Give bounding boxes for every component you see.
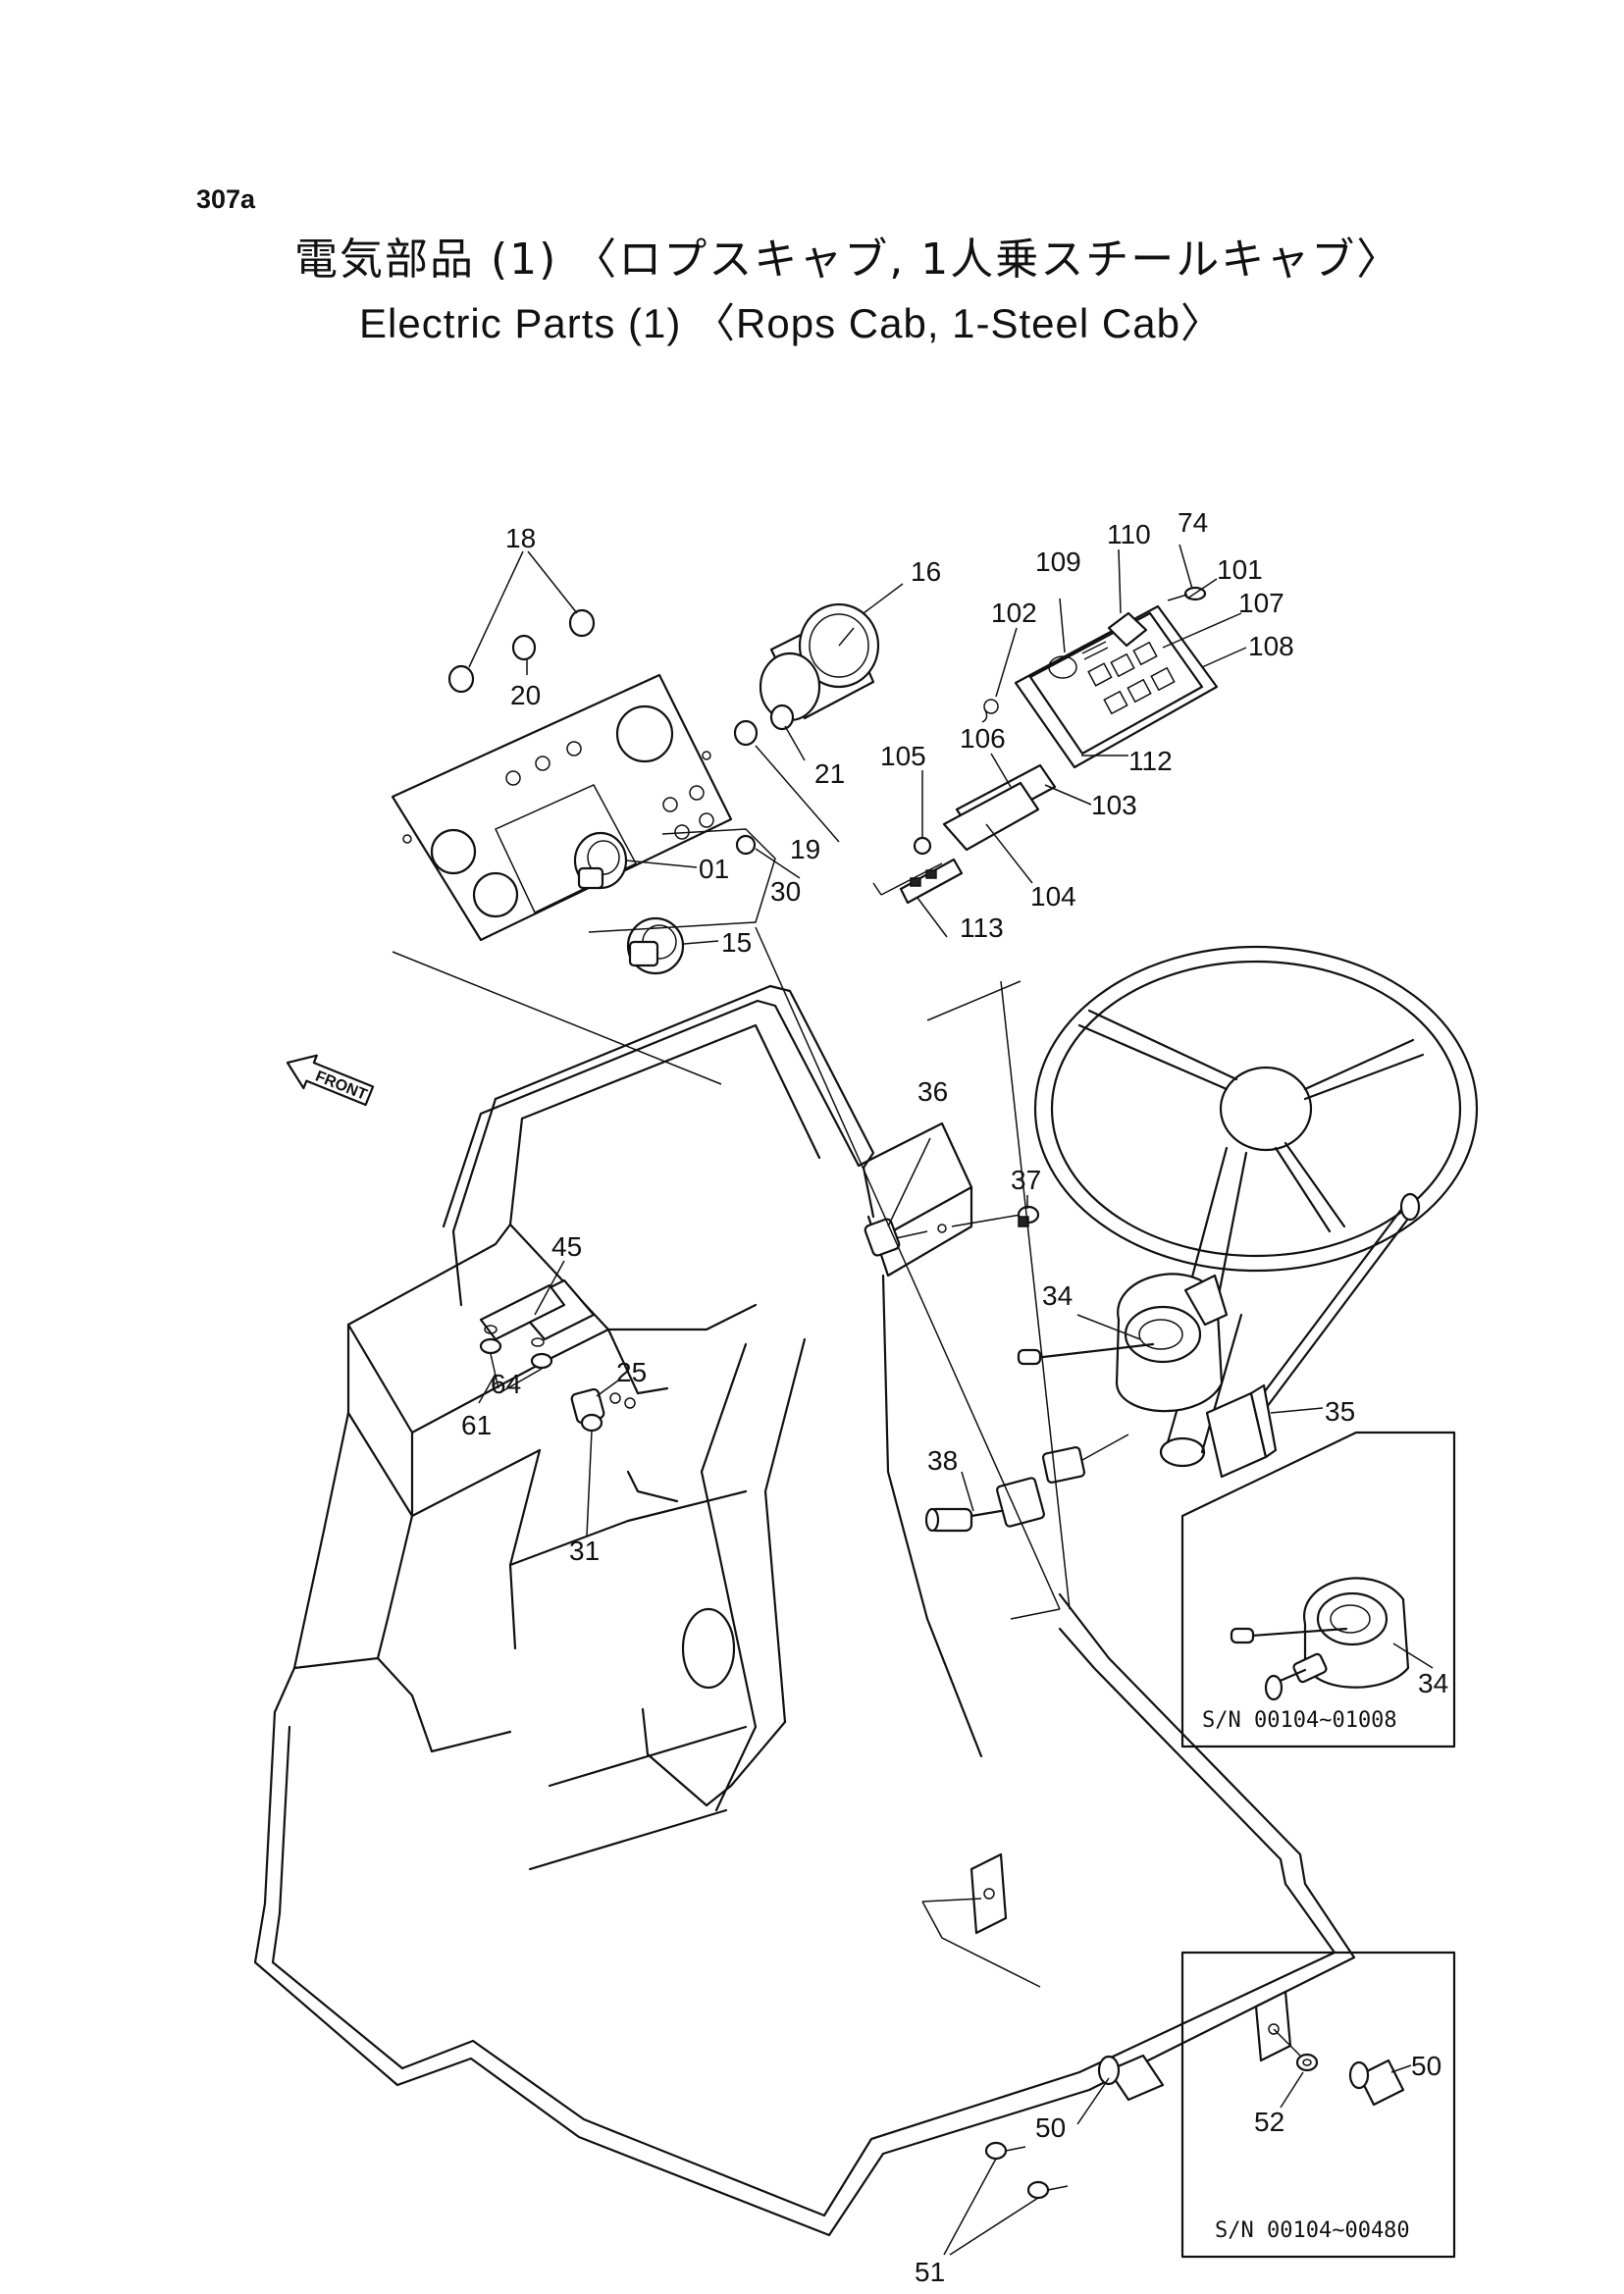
inset-b bbox=[1180, 1951, 1456, 2259]
floor-mat bbox=[253, 1592, 1356, 2237]
callout-30: 30 bbox=[770, 876, 801, 907]
callout-20: 20 bbox=[510, 680, 541, 710]
inset-b-serial: S/N 00104~00480 bbox=[1215, 2218, 1410, 2243]
callout-34-inset: 34 bbox=[1418, 1668, 1448, 1698]
callout-35: 35 bbox=[1325, 1396, 1355, 1427]
callout-18: 18 bbox=[505, 523, 536, 553]
inset-a-serial: S/N 00104~01008 bbox=[1202, 1708, 1397, 1733]
gauge-16 bbox=[759, 602, 880, 722]
callout-36: 36 bbox=[917, 1076, 948, 1107]
callout-110: 110 bbox=[1107, 519, 1151, 549]
callout-109: 109 bbox=[1035, 547, 1081, 577]
front-arrow-icon: FRONT bbox=[286, 1054, 375, 1107]
indicator-bulbs bbox=[447, 608, 795, 856]
dashboard-console bbox=[273, 984, 983, 1812]
meter-15 bbox=[626, 916, 685, 975]
instrument-panel bbox=[391, 673, 733, 942]
combination-switch-34 bbox=[1017, 1273, 1229, 1413]
callouts: 18 20 16 109 110 74 101 107 108 102 21 1… bbox=[461, 507, 1448, 2287]
callout-113: 113 bbox=[960, 912, 1004, 943]
callout-61: 61 bbox=[461, 1410, 492, 1440]
callout-74: 74 bbox=[1178, 507, 1208, 538]
callout-106: 106 bbox=[960, 723, 1006, 754]
callout-105: 105 bbox=[880, 741, 926, 771]
switch-25 bbox=[570, 1387, 636, 1433]
callout-107: 107 bbox=[1238, 588, 1284, 618]
callout-34: 34 bbox=[1042, 1280, 1073, 1311]
relay-bracket-45 bbox=[479, 1278, 596, 1370]
callout-64: 64 bbox=[491, 1369, 521, 1399]
callout-112: 112 bbox=[1128, 746, 1173, 776]
callout-104: 104 bbox=[1030, 881, 1076, 912]
callout-38: 38 bbox=[927, 1445, 958, 1476]
floor-switch-50 bbox=[984, 2054, 1165, 2200]
callout-37: 37 bbox=[1011, 1165, 1041, 1195]
callout-16: 16 bbox=[911, 556, 941, 587]
callout-101: 101 bbox=[1217, 554, 1263, 585]
callout-15: 15 bbox=[721, 927, 752, 958]
inset-a bbox=[1180, 1431, 1456, 1748]
callout-50: 50 bbox=[1035, 2112, 1066, 2143]
callout-31: 31 bbox=[569, 1536, 600, 1566]
callout-21: 21 bbox=[814, 758, 845, 789]
switch-36 bbox=[864, 1205, 1040, 1257]
callout-50-inset: 50 bbox=[1411, 2051, 1441, 2081]
title-japanese: 電気部品 (1) 〈ロプスキャブ, 1人乗スチールキャブ〉 bbox=[294, 235, 1402, 285]
callout-108: 108 bbox=[1248, 631, 1294, 661]
page-number: 307a bbox=[196, 184, 256, 214]
switch-35 bbox=[1205, 1383, 1278, 1479]
callout-52: 52 bbox=[1254, 2107, 1284, 2137]
callout-51: 51 bbox=[915, 2257, 945, 2287]
meter-01 bbox=[573, 831, 628, 890]
callout-103: 103 bbox=[1091, 790, 1137, 820]
callout-19: 19 bbox=[790, 834, 820, 864]
callout-102: 102 bbox=[991, 598, 1037, 628]
callout-01: 01 bbox=[699, 854, 729, 884]
steering-wheel bbox=[1033, 945, 1479, 1468]
title-english: Electric Parts (1) 〈Rops Cab, 1-Steel Ca… bbox=[359, 300, 1223, 346]
leader-lines bbox=[392, 544, 1324, 2256]
callout-45: 45 bbox=[551, 1231, 582, 1262]
callout-25: 25 bbox=[616, 1357, 647, 1387]
